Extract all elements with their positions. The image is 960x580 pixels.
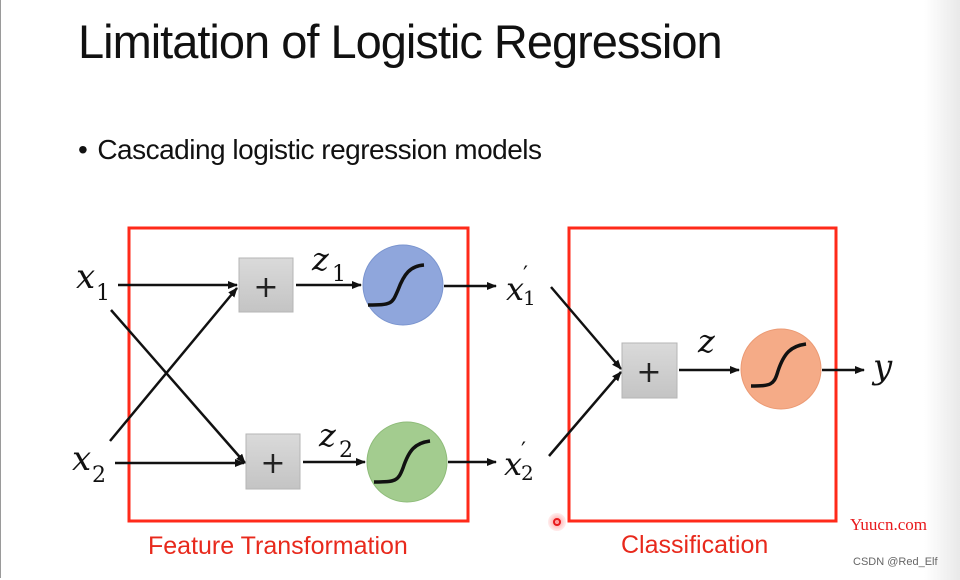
edge-x1-to-sum2 bbox=[110, 309, 246, 464]
feature-transformation-caption: Feature Transformation bbox=[148, 532, 408, 560]
z2-subscript: 2 bbox=[339, 438, 353, 463]
x1-prime-subscript: 1 bbox=[523, 286, 536, 310]
input-x1-subscript: 1 bbox=[96, 281, 110, 306]
x2-prime-label: x bbox=[504, 445, 522, 483]
sum-node-2-symbol: + bbox=[260, 446, 285, 481]
author-watermark: CSDN @Red_Elf bbox=[853, 556, 938, 568]
bullet-item: • Cascading logistic regression models bbox=[78, 134, 542, 166]
x1-prime-label: x bbox=[506, 270, 524, 308]
sum-node-2 bbox=[245, 433, 301, 490]
sigmoid-neuron-final bbox=[740, 328, 822, 410]
slide-title: Limitation of Logistic Regression bbox=[78, 15, 723, 68]
bullet-dot: • bbox=[78, 134, 88, 165]
final-z-label: z bbox=[697, 322, 716, 360]
site-watermark: Yuucn.com bbox=[850, 515, 927, 534]
feature-transformation-box bbox=[127, 226, 470, 523]
x1-prime-mark: ′ bbox=[523, 263, 528, 288]
edge-x2prime-to-final-sum bbox=[548, 371, 622, 457]
input-x2-label: x bbox=[72, 439, 91, 479]
slide-edge-shadow bbox=[924, 0, 960, 580]
x2-prime-mark: ′ bbox=[521, 439, 526, 464]
sigmoid-neuron-1 bbox=[362, 244, 444, 326]
edge-x2-to-sum1 bbox=[109, 287, 238, 442]
edge-x1prime-to-final-sum bbox=[550, 286, 622, 370]
bullet-text: Cascading logistic regression models bbox=[97, 134, 542, 165]
final-sum-node-symbol: + bbox=[636, 355, 661, 390]
input-x2-subscript: 2 bbox=[92, 463, 106, 488]
output-y-label: y bbox=[871, 347, 893, 387]
x2-prime-subscript: 2 bbox=[521, 461, 534, 485]
sigmoid-curve-2-icon bbox=[373, 439, 431, 484]
z2-label: z bbox=[318, 416, 337, 454]
sigmoid-curve-final-icon bbox=[750, 342, 807, 388]
z1-label: z bbox=[311, 240, 330, 278]
sigmoid-curve-1-icon bbox=[367, 263, 425, 307]
classification-caption: Classification bbox=[621, 531, 769, 559]
sum-node-1-symbol: + bbox=[253, 270, 278, 305]
z1-subscript: 1 bbox=[332, 262, 346, 287]
cursor-indicator bbox=[548, 513, 566, 531]
input-x1-label: x bbox=[76, 257, 95, 297]
classification-box bbox=[567, 226, 838, 523]
sum-node-1 bbox=[238, 257, 294, 313]
final-sum-node bbox=[621, 342, 678, 399]
